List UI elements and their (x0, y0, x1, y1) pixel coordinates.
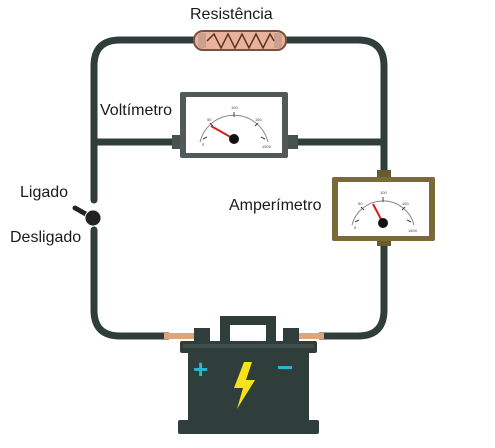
voltmeter-tick-1: 50 (207, 117, 212, 122)
battery-handle (220, 316, 276, 342)
resistor-label: Resistência (190, 6, 273, 23)
ammeter-unit: 150V (408, 228, 418, 233)
wire-right-down (316, 236, 388, 340)
battery (164, 316, 324, 434)
battery-positive-sign: + (193, 354, 209, 384)
ammeter-tick-1: 50 (358, 201, 363, 206)
voltmeter-pivot (229, 134, 239, 144)
resistor (193, 30, 287, 51)
ammeter-ticks (354, 197, 412, 223)
voltmeter: 0 50 100 150 150V (172, 92, 298, 158)
wire-left-down (90, 226, 172, 340)
resistor-zigzag (206, 32, 275, 50)
voltmeter-tick-0: 0 (202, 142, 205, 147)
lightning-icon (234, 362, 255, 409)
switch-pivot (84, 209, 102, 227)
voltmeter-unit: 150V (262, 144, 272, 149)
wire-top-right (280, 36, 388, 180)
voltmeter-label: Voltímetro (100, 102, 173, 119)
switch-off-label: Desligado (10, 229, 82, 246)
circuit-wires (90, 36, 388, 340)
ammeter-tick-2: 100 (380, 190, 387, 195)
switch-on-label: Ligado (20, 184, 69, 201)
ammeter-pivot (378, 218, 388, 228)
wire-top-left (90, 36, 199, 204)
switch[interactable] (72, 205, 102, 227)
ammeter-tick-3: 150 (402, 201, 409, 206)
battery-negative-sign: − (277, 352, 294, 383)
ammeter-label: Amperímetro (229, 197, 322, 214)
voltmeter-tick-3: 150 (255, 117, 262, 122)
voltmeter-tick-2: 100 (231, 105, 238, 110)
ammeter-tick-0: 0 (354, 225, 357, 230)
voltmeter-ticks (202, 112, 266, 140)
ammeter: 0 50 100 150 150V (332, 170, 435, 246)
